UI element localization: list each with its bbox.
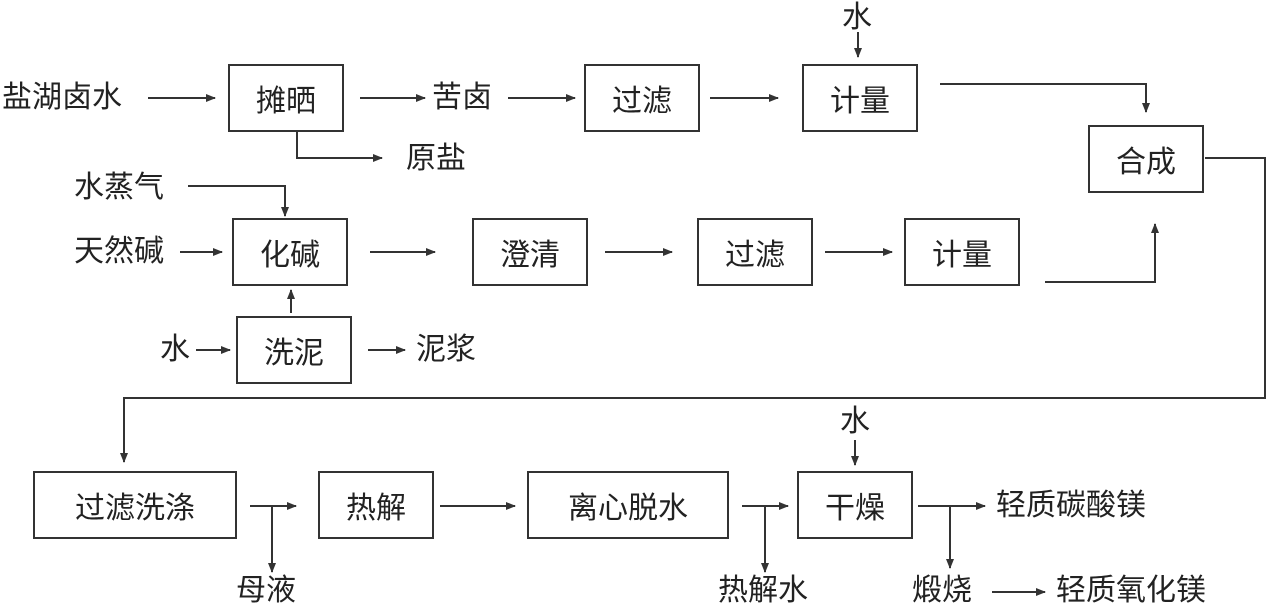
- label-shui-top: 水: [842, 0, 872, 35]
- node-jiliang-1-label: 计量: [830, 84, 890, 119]
- label-kulu: 苦卤: [432, 80, 492, 115]
- node-jiliang-2: 计量: [904, 218, 1020, 286]
- node-xini: 洗泥: [236, 316, 352, 384]
- node-guolv-2-label: 过滤: [725, 238, 785, 273]
- node-xini-label: 洗泥: [264, 336, 324, 371]
- label-yuanyan: 原盐: [406, 141, 466, 176]
- label-shui-ganzao: 水: [840, 404, 870, 439]
- label-nijiang: 泥浆: [416, 332, 476, 367]
- label-rejieshui: 热解水: [718, 573, 808, 608]
- arrow-jiliang-to-hecheng: [940, 83, 1150, 113]
- node-hecheng-label: 合成: [1116, 145, 1176, 180]
- node-lixintuoshui: 离心脱水: [527, 471, 729, 539]
- node-rejie-label: 热解: [346, 491, 406, 526]
- node-ganzao: 干燥: [797, 471, 913, 539]
- node-guolvxidi-label: 过滤洗涤: [75, 491, 195, 526]
- node-tanshai: 摊晒: [228, 64, 344, 132]
- label-muye: 母液: [236, 573, 296, 608]
- node-guolvxidi: 过滤洗涤: [33, 471, 237, 539]
- node-guolv-1: 过滤: [584, 64, 700, 132]
- node-guolv-1-label: 过滤: [612, 84, 672, 119]
- arrow-jiliang2-to-hecheng: [1045, 223, 1159, 283]
- node-chengqing-label: 澄清: [500, 238, 560, 273]
- arrow-hecheng-to-guolvxidi: [120, 157, 1266, 463]
- label-duanshao: 煅烧: [912, 573, 972, 608]
- node-jiliang-1: 计量: [802, 64, 918, 132]
- node-tanshai-label: 摊晒: [256, 84, 316, 119]
- label-shui-xini: 水: [160, 332, 190, 367]
- node-hecheng: 合成: [1088, 125, 1204, 193]
- label-qingzhiyanghuamei: 轻质氧化镁: [1056, 573, 1206, 608]
- label-qingzhitansuanmei: 轻质碳酸镁: [996, 488, 1146, 523]
- node-guolv-2: 过滤: [697, 218, 813, 286]
- node-huajian: 化碱: [232, 218, 348, 286]
- label-yanhuluishui: 盐湖卤水: [2, 80, 122, 115]
- node-jiliang-2-label: 计量: [932, 238, 992, 273]
- node-chengqing: 澄清: [472, 218, 588, 286]
- label-tianranjian: 天然碱: [74, 234, 164, 269]
- node-rejie: 热解: [318, 471, 434, 539]
- node-lixintuoshui-label: 离心脱水: [568, 491, 688, 526]
- label-shuizhengqi: 水蒸气: [74, 170, 164, 205]
- node-ganzao-label: 干燥: [825, 491, 885, 526]
- arrow-steam-to-huajian: [188, 185, 289, 217]
- arrow-tanshai-to-yuanyan: [296, 131, 383, 162]
- node-huajian-label: 化碱: [260, 238, 320, 273]
